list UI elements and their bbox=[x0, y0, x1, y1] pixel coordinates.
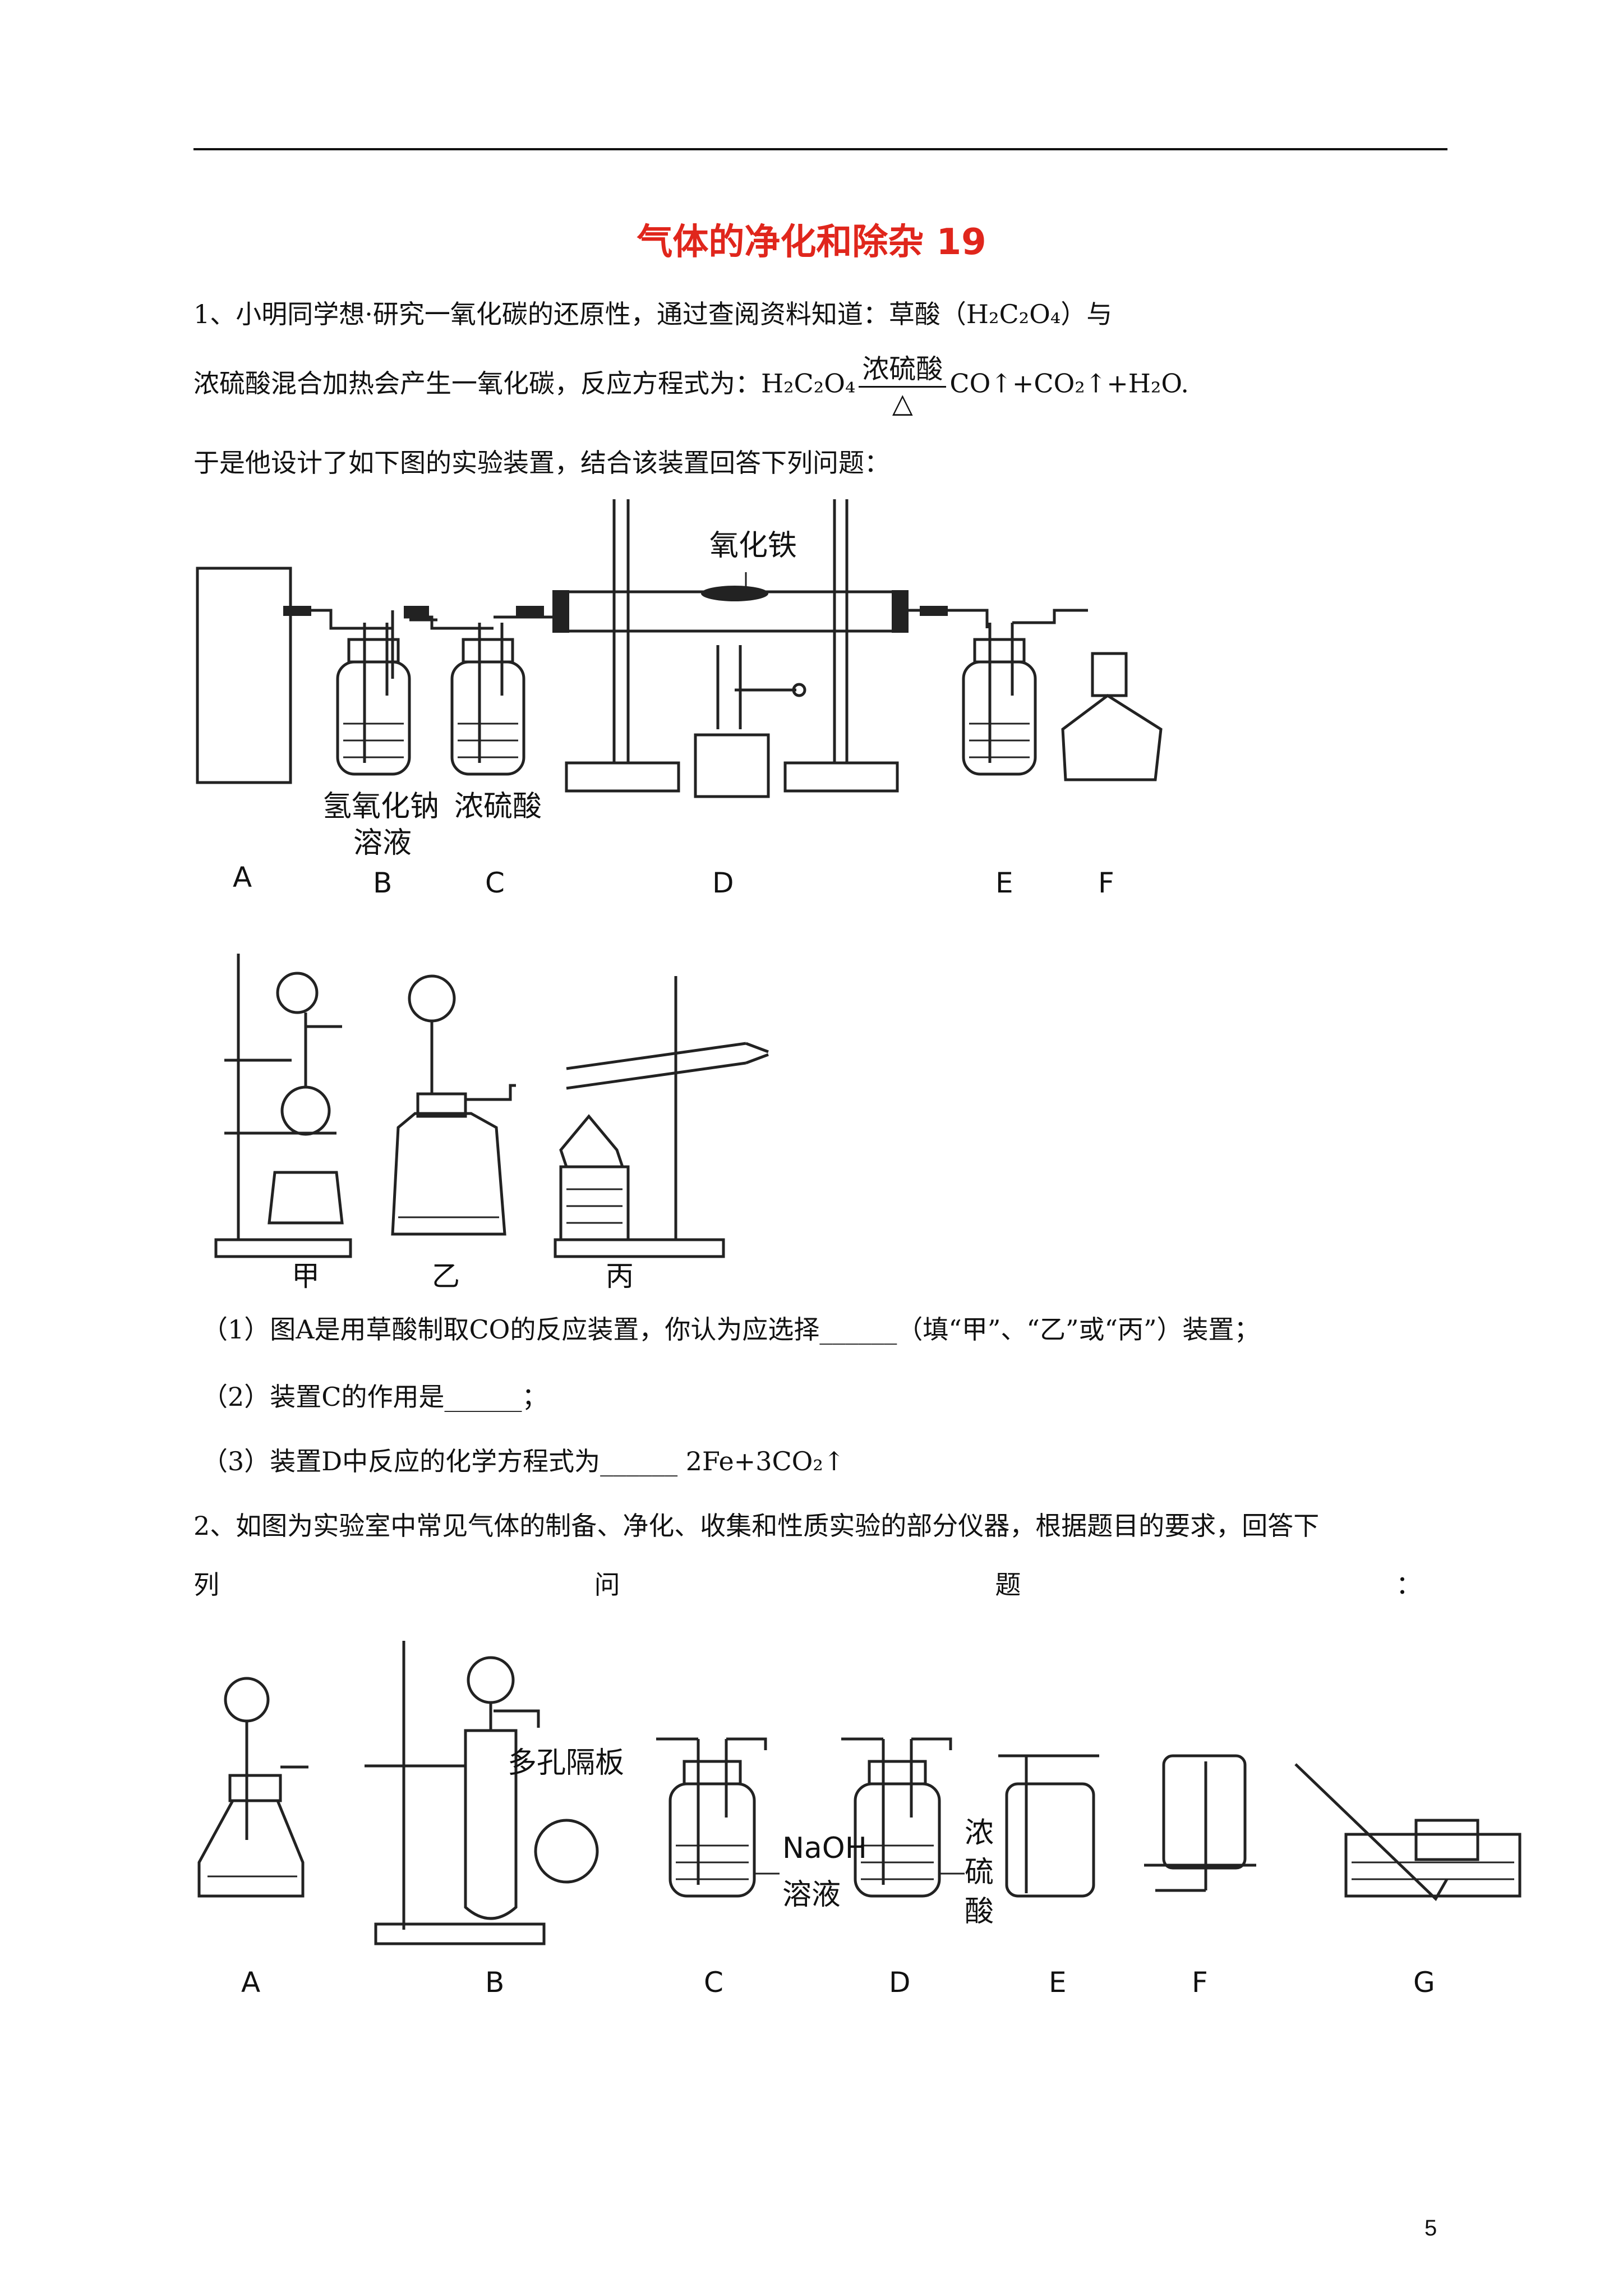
label-e: E bbox=[995, 867, 1013, 899]
label-naoh-2: 溶液 bbox=[353, 826, 412, 860]
q1-sub-2: （2）装置C的作用是______； bbox=[202, 1382, 548, 1412]
label-f: F bbox=[1098, 867, 1114, 899]
lamp-jia bbox=[268, 1171, 344, 1225]
q2-line-1: 2、如图为实验室中常见气体的制备、净化、收集和性质实验的部分仪器，根据题目的要求… bbox=[193, 1511, 1320, 1541]
q1-line-2-post: CO↑+CO₂↑+H₂O. bbox=[949, 368, 1189, 399]
label-a: A bbox=[233, 861, 252, 894]
figure-3-instruments bbox=[197, 1641, 1521, 1945]
page-title: 气体的净化和除杂 19 bbox=[637, 222, 986, 263]
flask-yi bbox=[391, 1112, 506, 1236]
q1-sub-1: （1）图A是用草酸制取CO的反应装置，你认为应选择______（填“甲”、“乙”… bbox=[202, 1314, 1260, 1345]
label-porous-plate: 多孔隔板 bbox=[508, 1746, 625, 1780]
label-fig3-g: G bbox=[1413, 1966, 1435, 1999]
label-yi: 乙 bbox=[432, 1260, 460, 1292]
bottle-e bbox=[1005, 1782, 1095, 1898]
label-fig3-a: A bbox=[241, 1966, 261, 1999]
q2-word-2: 问 bbox=[594, 1570, 620, 1600]
q1-sub-3: （3）装置D中反应的化学方程式为______ 2Fe+3CO₂↑ bbox=[202, 1446, 845, 1476]
label-d: D bbox=[712, 867, 734, 899]
figure-2-generators bbox=[214, 954, 769, 1258]
label-c: C bbox=[485, 867, 505, 899]
q1-line-2-pre: 浓硫酸混合加热会产生一氧化碳，反应方程式为：H₂C₂O₄ bbox=[193, 368, 856, 399]
header-rule bbox=[193, 148, 1447, 150]
q2-word-1: 列 bbox=[193, 1570, 219, 1600]
label-naoh-en-1: NaOH bbox=[782, 1832, 867, 1865]
label-fig3-b: B bbox=[485, 1966, 505, 1999]
wood-block bbox=[559, 1165, 630, 1241]
iron-oxide-powder bbox=[701, 586, 768, 601]
label-acid-char-2: 硫 bbox=[965, 1856, 994, 1889]
label-fig3-f: F bbox=[1192, 1966, 1208, 1999]
flask-a bbox=[197, 1800, 305, 1898]
page-number: 5 bbox=[1424, 2216, 1437, 2240]
label-fig3-e: E bbox=[1049, 1966, 1067, 1999]
label-naoh-1: 氢氧化钠 bbox=[322, 790, 440, 823]
label-acid-char-1: 浓 bbox=[965, 1816, 994, 1850]
reaction-condition: 浓硫酸△ bbox=[859, 352, 947, 419]
q1-line-1: 1、小明同学想·研究一氧化碳的还原性，通过查阅资料知道：草酸（H₂C₂O₄）与 bbox=[193, 299, 1113, 329]
tube-b bbox=[464, 1729, 518, 1920]
label-fig3-c: C bbox=[704, 1966, 723, 1999]
lamp-f bbox=[1061, 693, 1163, 781]
label-naoh-en-2: 溶液 bbox=[782, 1878, 841, 1912]
label-fig3-d: D bbox=[889, 1966, 911, 1999]
label-acid-char-3: 酸 bbox=[965, 1895, 994, 1929]
label-b: B bbox=[373, 867, 393, 899]
figure-1-apparatus bbox=[196, 499, 1163, 798]
condition-catalyst: 浓硫酸 bbox=[859, 352, 947, 388]
q2-line-2: 列 问 题 ： bbox=[193, 1568, 1422, 1602]
trough-g bbox=[1344, 1833, 1521, 1898]
label-jia: 甲 bbox=[292, 1260, 320, 1292]
q2-word-3: 题 bbox=[995, 1570, 1021, 1600]
box-a bbox=[196, 567, 292, 784]
q1-line-3: 于是他设计了如下图的实验装置，结合该装置回答下列问题： bbox=[193, 448, 890, 478]
condition-heat: △ bbox=[892, 388, 913, 419]
label-conc-sulfuric: 浓硫酸 bbox=[454, 790, 542, 823]
q2-word-4: ： bbox=[1395, 1570, 1422, 1600]
label-bing: 丙 bbox=[606, 1260, 634, 1292]
label-iron-oxide: 氧化铁 bbox=[709, 529, 797, 563]
